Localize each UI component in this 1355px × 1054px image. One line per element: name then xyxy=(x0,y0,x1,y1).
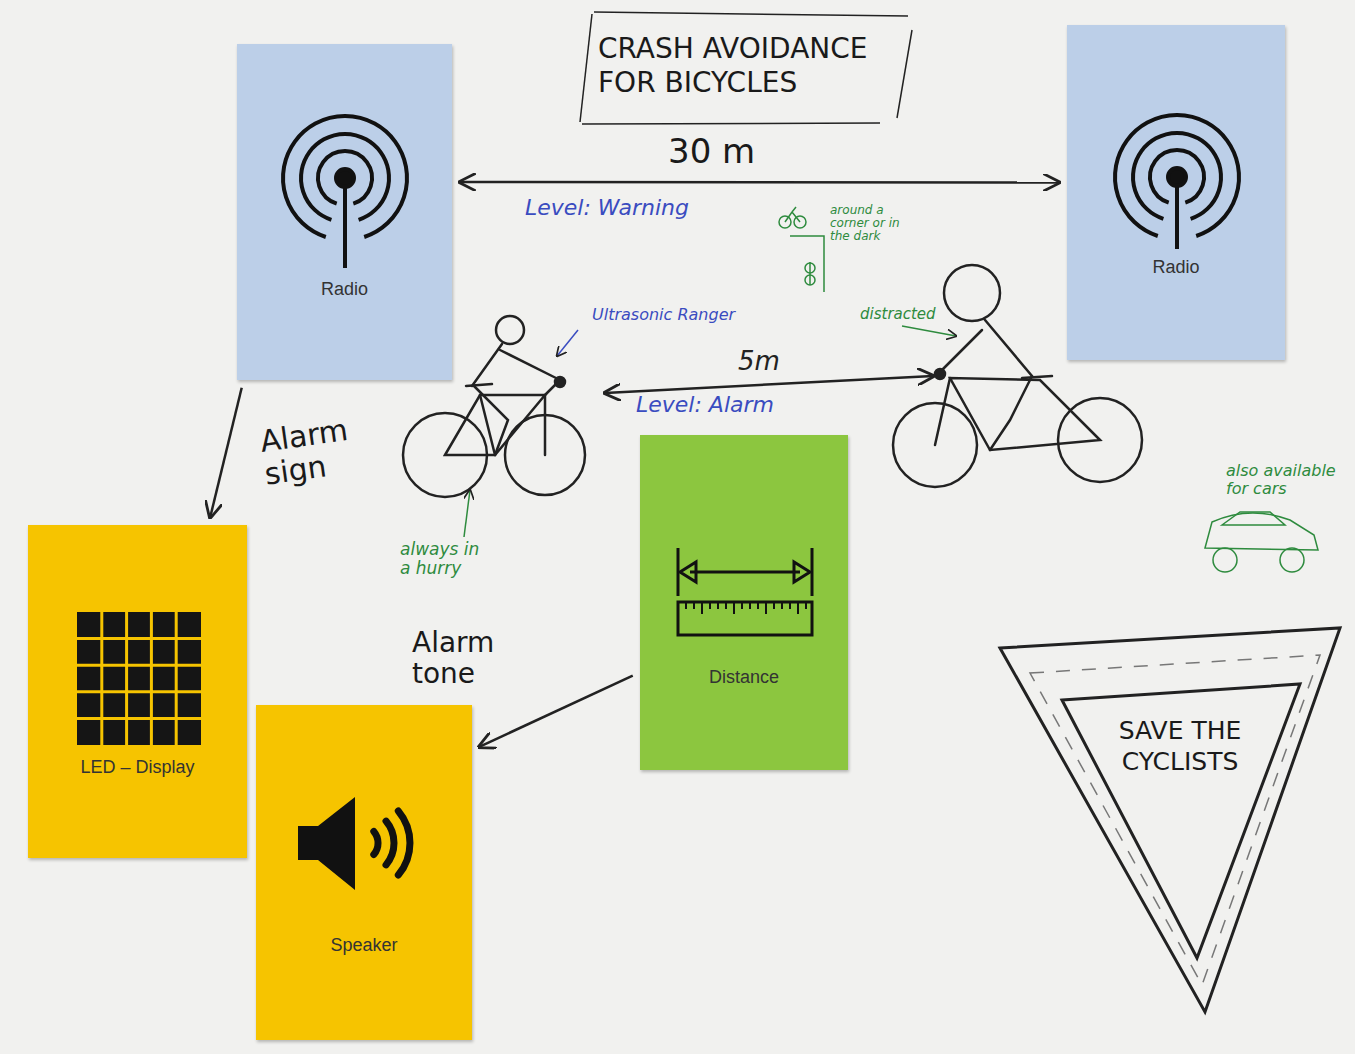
handwritten-note: always in a hurry xyxy=(400,540,484,577)
signal-arrow xyxy=(460,181,1059,184)
speaker-icon xyxy=(298,797,355,890)
card-label: Radio xyxy=(1067,257,1285,278)
car-sketch xyxy=(1213,548,1237,572)
radio-icon xyxy=(1115,115,1239,249)
handwritten-note: Level: Warning xyxy=(525,196,745,220)
handwritten-note: Level: Alarm xyxy=(636,393,836,417)
speaker-icon xyxy=(386,821,394,865)
car-sketch xyxy=(1205,513,1318,550)
bicycle-sketch xyxy=(496,316,524,344)
title-frame xyxy=(580,12,912,124)
bicycle-sketch xyxy=(466,384,492,386)
handwritten-note: distracted xyxy=(860,306,970,323)
distance-icon xyxy=(678,548,812,635)
bicycle-sketch xyxy=(944,265,1000,321)
bicycle-sketch xyxy=(1022,376,1052,378)
bicycle-sketch xyxy=(474,386,508,455)
speaker-icon xyxy=(374,831,378,854)
road-edge xyxy=(1000,628,1340,1012)
distance-icon xyxy=(680,562,696,582)
corner-sketch xyxy=(779,207,824,292)
bicycle-sketch xyxy=(500,350,556,378)
road-edge xyxy=(1062,684,1300,958)
car-sketch xyxy=(1280,548,1304,572)
bicycle-sketch xyxy=(544,395,547,455)
radio-icon xyxy=(283,116,407,268)
handwritten-note: also available for cars xyxy=(1226,462,1348,497)
led-matrix-icon xyxy=(77,612,201,745)
sign-text: SAVE THE CYCLISTS xyxy=(1100,715,1260,778)
led-matrix-icon xyxy=(77,612,201,745)
arrow-label: Alarm tone xyxy=(412,628,504,690)
card-label: Speaker xyxy=(256,935,472,956)
road-centerline xyxy=(1030,655,1320,985)
distance-icon xyxy=(678,602,812,635)
title-frame xyxy=(897,30,912,118)
radio-icon xyxy=(1168,168,1186,186)
speaker-icon xyxy=(298,797,410,890)
bicycle-sketch xyxy=(445,395,545,455)
bicycle-sketch xyxy=(935,369,945,379)
sign-outline xyxy=(995,620,1345,1020)
bicycle-sketch xyxy=(472,344,502,386)
title-frame xyxy=(580,14,592,122)
car-sketch xyxy=(1222,512,1285,525)
led-matrix-icon xyxy=(77,612,201,745)
distance-icon xyxy=(794,562,810,582)
leader-line xyxy=(464,490,470,537)
handwritten-note: 5m xyxy=(738,347,798,376)
distance-icon xyxy=(690,571,800,574)
radio-icon xyxy=(336,169,354,187)
diagram-title: CRASH AVOIDANCE FOR BICYCLES xyxy=(598,32,898,99)
signal-arrow xyxy=(479,676,632,747)
arrow-label: 30 m xyxy=(668,133,788,170)
speaker-icon xyxy=(374,811,410,875)
bicycle-sketch xyxy=(555,377,565,387)
bicycle-sketch xyxy=(403,316,585,497)
corner-sketch xyxy=(790,236,824,292)
radio-icon xyxy=(343,178,347,268)
handwritten-note: around a corner or in the dark xyxy=(830,204,902,244)
handwritten-note: Ultrasonic Ranger xyxy=(592,306,762,324)
card-label: LED – Display xyxy=(28,757,247,778)
speaker-icon xyxy=(398,811,410,875)
arrow-label: Alarm sign xyxy=(258,411,366,490)
card-label: Radio xyxy=(237,279,452,300)
title-frame xyxy=(582,123,880,124)
range-arrow xyxy=(605,376,933,393)
distance-icon xyxy=(686,602,806,614)
corner-sketch xyxy=(785,207,800,222)
bicycle-sketch xyxy=(935,378,950,445)
corner-sketch xyxy=(809,262,811,285)
yield-sign: SAVE THE CYCLISTS xyxy=(995,620,1345,1020)
output-card: Speaker xyxy=(256,705,472,1040)
leader-line xyxy=(464,326,956,537)
bicycle-sketch xyxy=(940,330,982,372)
card-label: Distance xyxy=(640,667,848,688)
car-sketch xyxy=(1205,512,1318,572)
bicycle-sketch xyxy=(990,376,1032,450)
signal-arrow xyxy=(210,388,242,517)
range-arrow xyxy=(605,376,933,393)
leader-line xyxy=(902,326,956,336)
leader-line xyxy=(557,330,578,356)
bicycle-sketch xyxy=(985,320,1032,376)
title-frame xyxy=(594,12,908,16)
